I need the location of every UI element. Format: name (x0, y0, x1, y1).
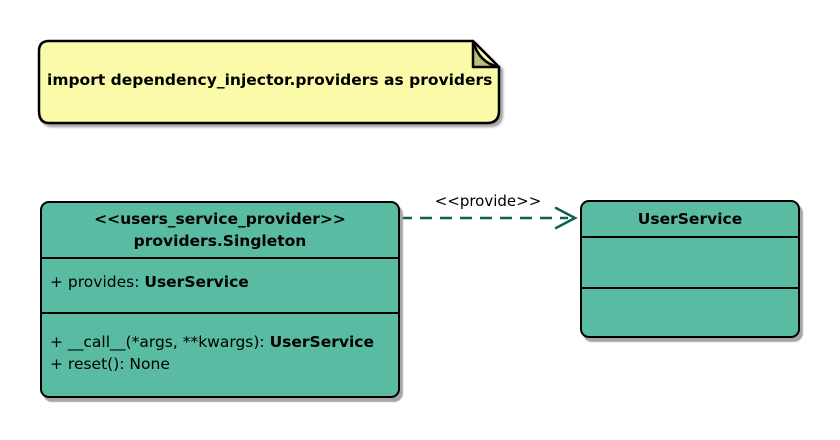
userservice-attributes-compartment (582, 236, 798, 287)
attribute-provides-type: UserService (144, 273, 249, 291)
note-text: import dependency_injector.providers as … (47, 71, 493, 89)
method-reset-text: + reset(): None (50, 355, 170, 373)
provide-arrow (400, 206, 578, 230)
method-reset: + reset(): None (50, 353, 390, 375)
userservice-methods-compartment (582, 287, 798, 336)
singleton-stereotype: <<users_service_provider>> (94, 210, 346, 228)
singleton-attributes-compartment: + provides: UserService (42, 257, 398, 312)
userservice-class-box: UserService (580, 200, 800, 338)
singleton-methods-compartment: + __call__(*args, **kwargs): UserService… (42, 312, 398, 396)
note-paper (37, 39, 501, 125)
singleton-class-name: providers.Singleton (133, 232, 307, 250)
attribute-provides-text: + provides: (50, 273, 145, 291)
method-call: + __call__(*args, **kwargs): UserService (50, 331, 390, 353)
method-call-text: + __call__(*args, **kwargs): (50, 333, 270, 351)
note-shape (37, 39, 501, 125)
provide-arrowhead-icon (554, 206, 578, 230)
userservice-class-header: UserService (582, 202, 798, 236)
singleton-class-header: <<users_service_provider>> providers.Sin… (42, 203, 398, 257)
provide-arrow-label: <<provide>> (434, 192, 542, 210)
note-fold-corner-icon (471, 39, 501, 69)
method-call-type: UserService (269, 333, 374, 351)
attribute-provides: + provides: UserService (50, 271, 390, 293)
singleton-class-box: <<users_service_provider>> providers.Sin… (40, 201, 400, 398)
userservice-class-name: UserService (637, 210, 743, 228)
